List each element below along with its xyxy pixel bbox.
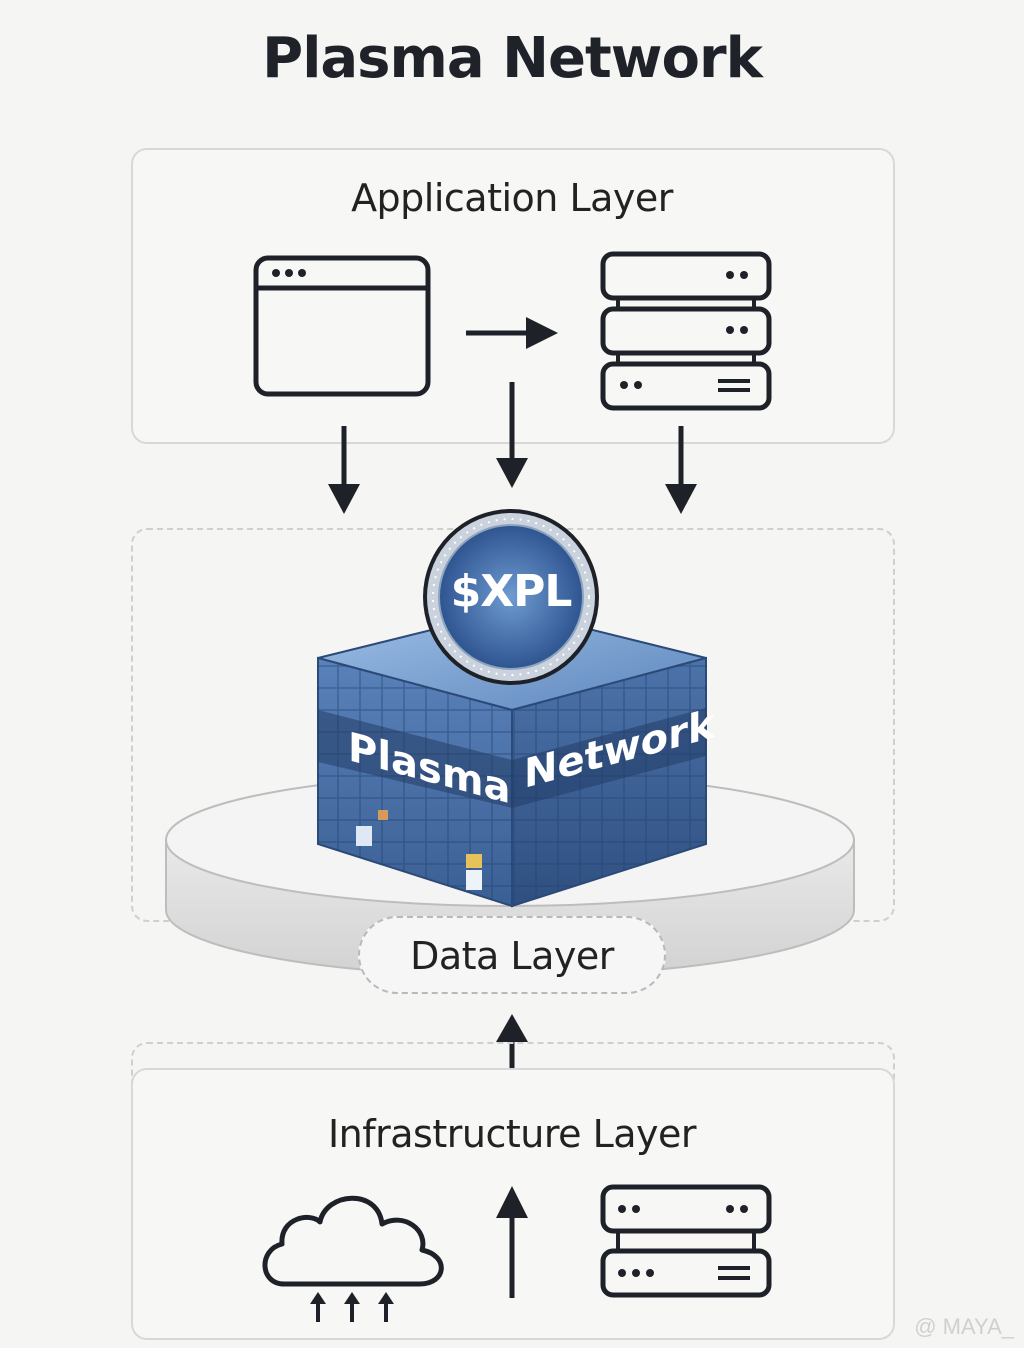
arrow-up-icon	[496, 1186, 528, 1298]
page-title: Plasma Network	[262, 26, 763, 91]
plasma-network-cube	[317, 608, 707, 908]
infrastructure-outer-dashed	[131, 1042, 895, 1084]
arrow-down-left	[328, 426, 360, 514]
arrow-right-icon	[466, 317, 558, 349]
arrow-down-right	[665, 426, 697, 514]
server-icon	[600, 1184, 772, 1298]
watermark: @ MAYA_	[914, 1314, 1014, 1339]
data-layer-pill	[358, 916, 666, 994]
cloud-upload-icon	[262, 1195, 444, 1322]
token-symbol: $XPL	[450, 566, 573, 617]
arrow-down-center	[496, 382, 528, 488]
application-layer-label: Application Layer	[351, 176, 673, 220]
browser-window-icon	[253, 255, 431, 397]
infrastructure-layer-label: Infrastructure Layer	[327, 1112, 697, 1156]
data-layer-label: Data Layer	[410, 934, 614, 978]
server-stack-icon	[600, 251, 772, 411]
xpl-token-coin	[423, 509, 599, 685]
